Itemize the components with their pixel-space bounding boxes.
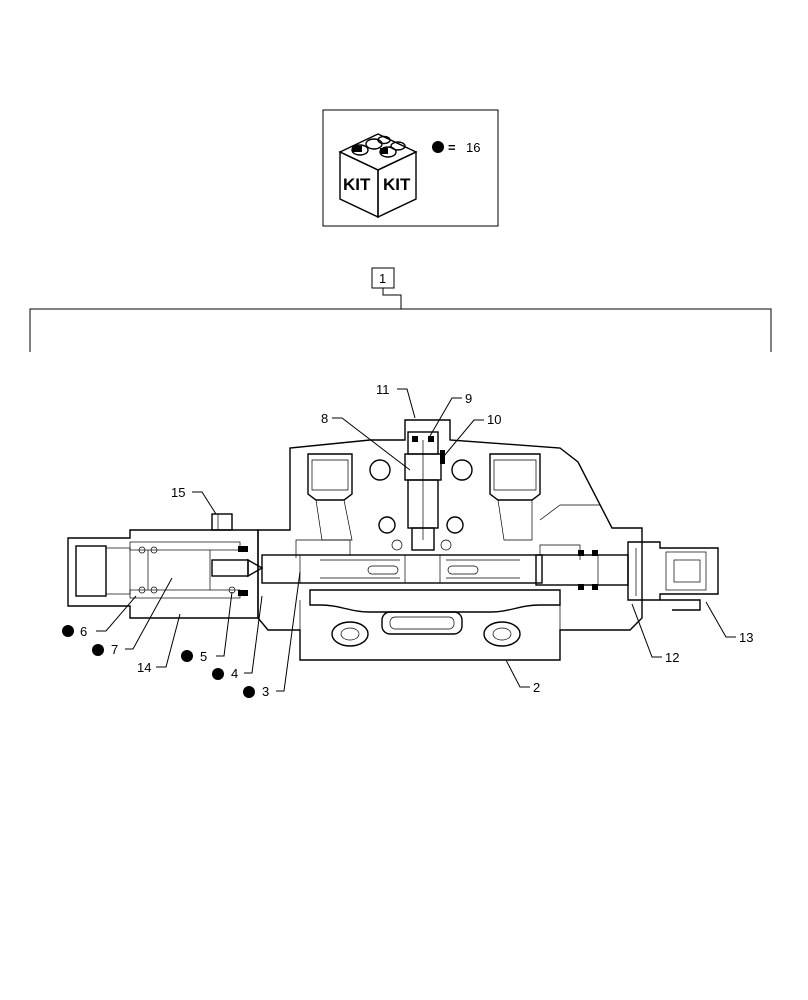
- valve-assembly: [257, 419, 643, 661]
- callout-12: 12: [665, 650, 679, 665]
- kit-legend-frame: [322, 109, 499, 227]
- check-valve-cartridge: [404, 431, 445, 551]
- callout-labels: 11 9 8 10 15 6 7 14 5 4 3 2 12 13: [62, 382, 753, 699]
- assembly-number: 1: [379, 271, 386, 286]
- callout-7: 7: [111, 642, 118, 657]
- kit-marker-7: [92, 644, 104, 656]
- callout-4: 4: [231, 666, 238, 681]
- callout-15: 15: [171, 485, 185, 500]
- callout-2: 2: [533, 680, 540, 695]
- right-end-cap-assembly: [535, 541, 719, 611]
- spring-cap-assembly: [67, 513, 264, 619]
- assembly-bracket: 1: [29, 267, 772, 352]
- kit-word-right: KIT: [383, 175, 411, 194]
- kit-number: 16: [466, 140, 480, 155]
- kit-legend: KIT KIT = 16: [322, 109, 499, 227]
- kit-marker-dot: [432, 141, 444, 153]
- kit-word-left: KIT: [343, 175, 371, 194]
- leader-lines: [96, 388, 736, 692]
- callout-13: 13: [739, 630, 753, 645]
- callout-11: 11: [376, 382, 390, 397]
- callout-10: 10: [487, 412, 501, 427]
- callout-5: 5: [200, 649, 207, 664]
- callout-6: 6: [80, 624, 87, 639]
- callout-3: 3: [262, 684, 269, 699]
- kit-box-icon: KIT KIT: [338, 133, 418, 219]
- callout-9: 9: [465, 391, 472, 406]
- kit-marker-3: [243, 686, 255, 698]
- kit-marker-6: [62, 625, 74, 637]
- kit-equals-sign: =: [448, 140, 456, 155]
- callout-8: 8: [321, 411, 328, 426]
- kit-marker-4: [212, 668, 224, 680]
- main-spool: [261, 554, 543, 584]
- callout-14: 14: [137, 660, 151, 675]
- kit-marker-5: [181, 650, 193, 662]
